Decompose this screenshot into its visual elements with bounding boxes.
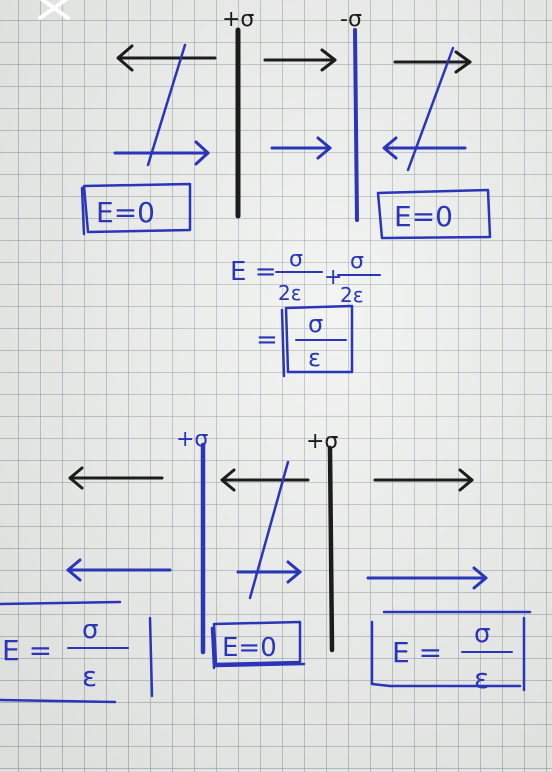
equation-plus: +: [324, 265, 342, 290]
bottom-blue-arrow-mid: [236, 560, 302, 584]
bottom-plate-left-label: +σ: [176, 427, 208, 452]
top-black-arrow-right: [393, 50, 472, 74]
equation-frac1-den: 2ε: [278, 281, 302, 305]
bottom-plate-right-label: +σ: [306, 429, 338, 454]
top-left-cancel-stroke: [146, 43, 187, 167]
equation-result-den: ε: [308, 344, 321, 372]
bottom-right-result-box: [370, 610, 532, 692]
bottom-right-result-den: ε: [474, 662, 489, 695]
equation-frac2-den: 2ε: [340, 283, 364, 307]
equation-result-box: [280, 304, 354, 378]
bottom-black-arrow-mid: [220, 468, 310, 492]
bottom-right-result-num: σ: [474, 619, 490, 649]
equation-lhs: E =: [230, 257, 276, 287]
equation-frac1-num: σ: [289, 247, 303, 272]
equation-result-num: σ: [308, 310, 323, 338]
bottom-blue-arrow-left: [66, 558, 172, 582]
bottom-left-result-den: ε: [82, 660, 97, 693]
top-black-arrow-mid: [263, 48, 337, 72]
top-plate-right: [353, 28, 359, 222]
top-right-cancel-stroke: [406, 46, 455, 172]
top-right-result-box: [376, 188, 492, 240]
top-plate-right-label: -σ: [340, 7, 362, 32]
equation-equals: =: [256, 325, 278, 355]
top-right-result-text: E=0: [394, 200, 453, 233]
bottom-blue-arrow-right: [366, 566, 488, 590]
bottom-left-result-num: σ: [82, 615, 98, 645]
top-plate-left-label: +σ: [222, 7, 254, 32]
bottom-black-arrow-left: [68, 466, 164, 490]
top-left-result-text: E=0: [96, 196, 155, 229]
top-blue-arrow-left: [113, 140, 210, 166]
bottom-plate-right: [327, 445, 335, 653]
top-black-arrow-left: [116, 44, 217, 72]
top-left-result-box: [80, 182, 192, 236]
bottom-mid-result-box: [210, 620, 306, 670]
bottom-black-arrow-right: [373, 468, 474, 492]
top-blue-arrow-mid: [270, 136, 332, 160]
bottom-left-result-lhs: E =: [2, 634, 52, 667]
top-blue-arrow-right: [382, 136, 467, 160]
bottom-right-result-lhs: E =: [392, 636, 442, 669]
bottom-mid-cancel-stroke: [248, 460, 290, 600]
close-icon[interactable]: [38, 0, 70, 20]
bottom-left-result-box: [0, 600, 154, 704]
equation-frac2-num: σ: [350, 249, 364, 274]
bottom-mid-result-text: E=0: [222, 633, 277, 663]
